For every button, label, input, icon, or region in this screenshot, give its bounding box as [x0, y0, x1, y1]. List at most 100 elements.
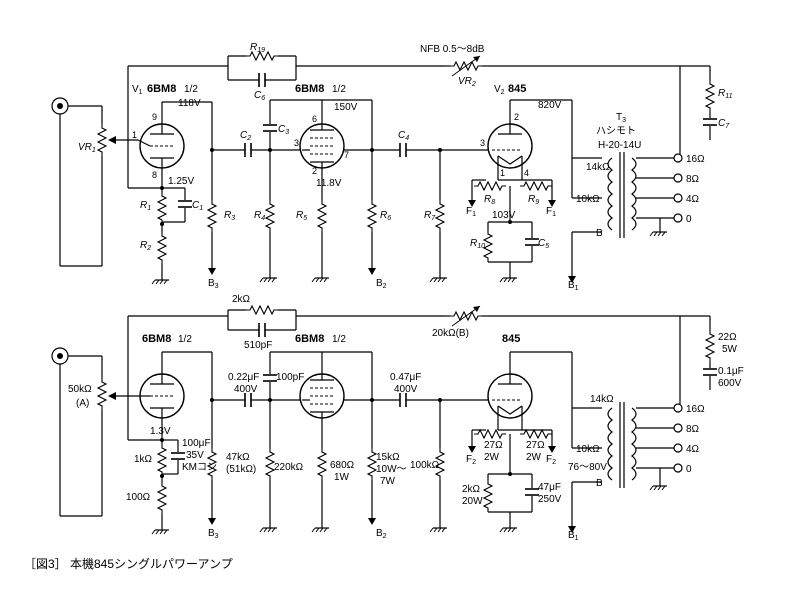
f1-right-label: F1 [546, 206, 556, 218]
t3-model: H-20-14U [598, 140, 641, 151]
r11-label: R11 [718, 88, 733, 100]
r19-value: 2kΩ [232, 294, 251, 305]
v1-plate-voltage: 118V [178, 98, 201, 109]
r8-value: 27Ω [484, 440, 503, 451]
t3-maker: ハシモト [596, 126, 636, 137]
vr1-value: 50kΩ [68, 384, 92, 395]
c4-voltage: 400V [394, 384, 418, 395]
top-labels: V1 6BM8 1/2 118V 9 1 8 1.25V VR1 R19 C6 … [78, 42, 733, 292]
r11-wattage: 5W [722, 344, 738, 355]
r9-wattage: 2W [526, 452, 542, 463]
v2-845-triode [487, 99, 573, 198]
vr2-label: VR2 [458, 76, 476, 88]
r19-c6-network [227, 51, 297, 88]
b1-label-bottom: B1 [568, 530, 579, 542]
r3-alt-value: (51kΩ) [226, 464, 256, 475]
r3-label: R3 [224, 210, 235, 222]
r8-wattage: 2W [484, 452, 500, 463]
speaker-16ohm: 16Ω [686, 154, 705, 165]
c2-label: C2 [240, 130, 251, 142]
r10-value: 2kΩ [462, 484, 481, 495]
v2-pin2: 2 [514, 112, 519, 122]
b2-label: B2 [376, 278, 387, 290]
v2-label: V2 [494, 84, 505, 96]
c2-voltage: 400V [234, 384, 258, 395]
vr2-nfb-pot [445, 55, 488, 77]
c7-value: 0.1μF [718, 366, 744, 377]
v1-cathode-network [128, 186, 193, 285]
r19-label: R19 [250, 42, 265, 54]
v1-half: 1/2 [184, 84, 198, 95]
nfb-label: NFB 0.5～8dB [420, 44, 485, 55]
v1-pin8: 8 [152, 170, 157, 180]
r2-value: 100Ω [126, 492, 151, 503]
r3-value: 47kΩ [226, 452, 250, 463]
bottom-labels: 6BM8 1/2 50kΩ (A) 2kΩ 510pF 20kΩ(B) 1.3V… [68, 294, 744, 542]
c4-value: 0.47μF [390, 372, 421, 383]
r5-wattage: 1W [334, 472, 350, 483]
v2-tube-type-bottom: 845 [502, 333, 520, 345]
b1-label: B1 [568, 280, 579, 292]
v2-plate-voltage: 820V [538, 100, 562, 111]
r7-label: R7 [424, 210, 436, 222]
c7-voltage: 600V [718, 378, 742, 389]
r10-wattage: 20W [462, 496, 483, 507]
speaker-8ohm: 8Ω [686, 174, 700, 185]
v1-tube-type: 6BM8 [147, 83, 176, 95]
top-schematic [51, 51, 718, 285]
v1-cathode-voltage: 1.25V [168, 176, 194, 187]
bottom-schematic [51, 305, 718, 535]
r4-label: R4 [254, 210, 265, 222]
vr2-value: 20kΩ(B) [432, 328, 469, 339]
t3-tap-10k-bottom: 10kΩ [576, 444, 600, 455]
v1b-pin6: 6 [312, 114, 317, 124]
speaker-16ohm-bottom: 16Ω [686, 404, 705, 415]
c6-label: C6 [254, 90, 265, 102]
speaker-8ohm-bottom: 8Ω [686, 424, 700, 435]
speaker-4ohm: 4Ω [686, 194, 700, 205]
v1b-half-bottom: 1/2 [332, 334, 346, 345]
f1-left-label: F1 [466, 206, 476, 218]
v1b-pentode [299, 100, 400, 200]
c4-label: C4 [398, 130, 409, 142]
v1-tube-type-bottom: 6BM8 [142, 333, 171, 345]
r7-value: 100kΩ [410, 460, 440, 471]
v2-pin1: 1 [500, 168, 505, 178]
c1-voltage: 35V [186, 450, 204, 461]
input-jack-top [51, 97, 102, 266]
c1-type: KMコン [182, 462, 217, 473]
c5-label: C5 [538, 238, 549, 250]
v1b-cathode-voltage: 11.8V [316, 178, 342, 189]
t3-tap-10k: 10kΩ [576, 194, 600, 205]
t3-tap-14k-bottom: 14kΩ [590, 394, 614, 405]
c6-value: 510pF [244, 340, 272, 351]
vr1-potentiometer [60, 106, 138, 267]
b2-label-bottom: B2 [376, 528, 387, 540]
t3-tap-14k: 14kΩ [586, 162, 610, 173]
speaker-4ohm-bottom: 4Ω [686, 444, 700, 455]
f2-right-label: F2 [546, 454, 556, 466]
speaker-0-bottom: 0 [686, 464, 692, 475]
v1-half-bottom: 1/2 [178, 334, 192, 345]
r10-label: R10 [470, 238, 485, 250]
v1-pin1: 1 [132, 130, 137, 140]
c3-label: C3 [278, 124, 289, 136]
f2-left-label: F2 [466, 454, 476, 466]
r9-label: R9 [528, 194, 539, 206]
c7-label: C7 [718, 118, 730, 130]
c1-label: C1 [192, 200, 203, 212]
r5-value: 680Ω [330, 460, 355, 471]
r11-value: 22Ω [718, 332, 737, 343]
v2-pin4: 4 [524, 168, 529, 178]
c3-value: 100pF [276, 372, 304, 383]
output-transformer-t3 [572, 152, 683, 238]
b3-label: B3 [208, 278, 219, 290]
c1-value: 100μF [182, 438, 211, 449]
v1b-pin7: 7 [344, 150, 349, 160]
v2-pin3: 3 [480, 138, 485, 148]
v1b-half: 1/2 [332, 84, 346, 95]
v1b-tube-type: 6BM8 [295, 83, 324, 95]
vr1-label: VR1 [78, 142, 96, 154]
r6-value: 15kΩ [376, 452, 400, 463]
v1-triode [137, 101, 213, 188]
